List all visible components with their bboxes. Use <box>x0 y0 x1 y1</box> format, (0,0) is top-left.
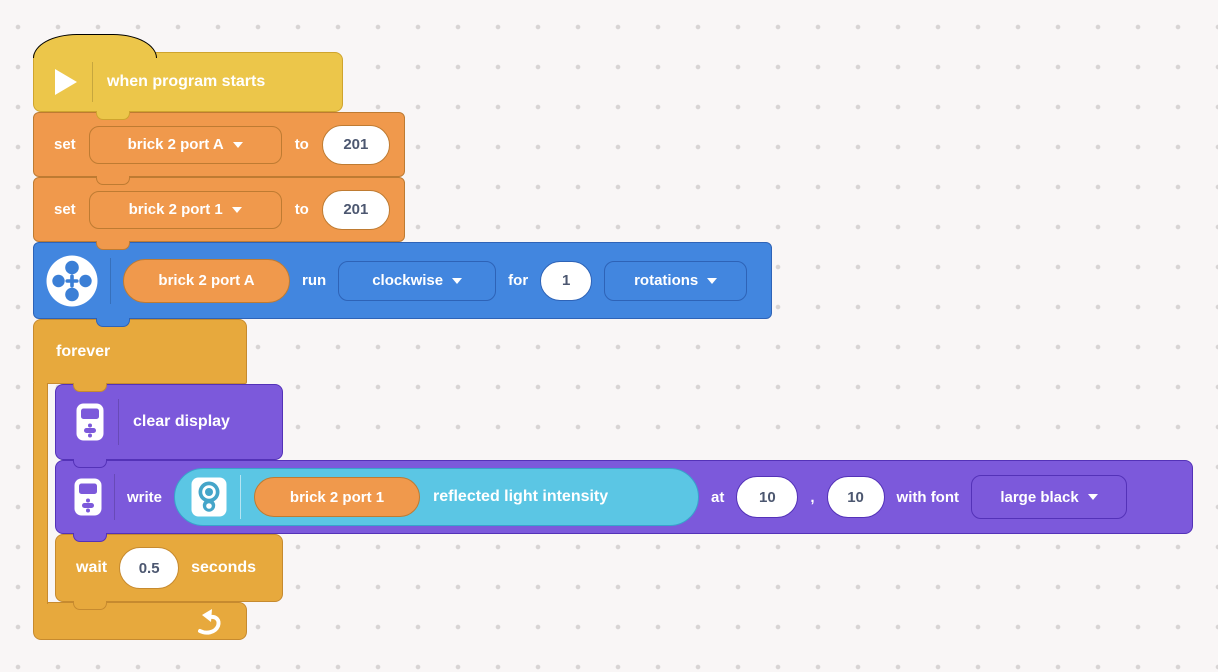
for-label: for <box>508 272 529 289</box>
chevron-down-icon <box>1087 494 1098 500</box>
motor-icon <box>46 255 98 306</box>
play-icon <box>55 69 77 95</box>
y-coordinate-text: 10 <box>847 488 864 506</box>
connector-tab <box>96 111 130 120</box>
hat-dome <box>33 34 157 58</box>
amount-text: 1 <box>562 272 571 289</box>
color-sensor-icon <box>191 477 227 517</box>
forever-block-footer[interactable] <box>33 602 247 640</box>
direction-dropdown[interactable]: clockwise <box>338 260 497 301</box>
divider <box>114 474 115 520</box>
connector-tab <box>73 601 107 610</box>
set-label: set <box>54 136 76 153</box>
at-label: at <box>711 488 725 506</box>
run-label: run <box>302 272 327 289</box>
chevron-down-icon <box>232 141 243 148</box>
set-variable-block-port-1[interactable]: set brick 2 port 1 to 201 <box>33 177 405 242</box>
set-label: set <box>54 201 76 218</box>
font-dropdown[interactable]: large black <box>971 475 1128 519</box>
connector-tab <box>96 176 130 185</box>
clear-display-label: clear display <box>133 413 230 430</box>
clear-display-block[interactable]: clear display <box>55 384 283 460</box>
divider <box>118 399 119 445</box>
divider <box>110 257 111 304</box>
loop-arrow-icon <box>198 609 221 635</box>
value-input[interactable]: 201 <box>321 189 390 230</box>
when-program-starts-block[interactable]: when program starts <box>33 52 343 112</box>
x-coordinate-text: 10 <box>759 488 776 506</box>
variable-dropdown[interactable]: brick 2 port 1 <box>88 190 282 229</box>
connector-tab <box>96 241 130 250</box>
duration-input[interactable]: 0.5 <box>119 547 180 589</box>
connector-tab <box>73 459 107 468</box>
wait-label: wait <box>76 559 108 576</box>
amount-input[interactable]: 1 <box>540 260 593 301</box>
motor-port-reporter[interactable]: brick 2 port A <box>123 258 290 303</box>
wait-block[interactable]: wait 0.5 seconds <box>55 534 283 602</box>
sensor-value-reporter[interactable]: brick 2 port 1 reflected light intensity <box>174 468 700 526</box>
to-label: to <box>294 136 309 153</box>
divider <box>240 475 242 519</box>
y-coordinate-input[interactable]: 10 <box>826 476 885 518</box>
set-variable-block-port-a[interactable]: set brick 2 port A to 201 <box>33 112 405 177</box>
hat-label: when program starts <box>107 73 266 90</box>
display-icon <box>76 403 104 441</box>
motor-port-text: brick 2 port A <box>158 272 255 289</box>
seconds-label: seconds <box>191 559 257 576</box>
comma-label: , <box>810 488 815 506</box>
connector-tab <box>73 383 107 392</box>
value-text: 201 <box>343 136 369 153</box>
sensor-port-reporter[interactable]: brick 2 port 1 <box>254 477 421 517</box>
chevron-down-icon <box>707 277 718 284</box>
duration-text: 0.5 <box>138 559 160 577</box>
font-dropdown-value: large black <box>1000 488 1079 506</box>
with-font-label: with font <box>896 488 960 506</box>
variable-dropdown-value: brick 2 port 1 <box>128 201 223 218</box>
write-label: write <box>127 488 163 506</box>
write-block[interactable]: write brick 2 port 1 reflected light int… <box>55 460 1193 534</box>
chevron-down-icon <box>452 277 463 284</box>
direction-dropdown-value: clockwise <box>372 272 444 289</box>
forever-label: forever <box>56 342 111 360</box>
to-label: to <box>294 201 309 218</box>
chevron-down-icon <box>231 206 242 213</box>
sensor-reading-label: reflected light intensity <box>433 488 609 505</box>
x-coordinate-input[interactable]: 10 <box>736 476 799 518</box>
forever-block-wall[interactable] <box>33 383 48 604</box>
display-icon <box>74 478 102 516</box>
connector-tab <box>73 533 107 542</box>
value-input[interactable]: 201 <box>321 124 390 165</box>
forever-block-header[interactable]: forever <box>33 319 247 384</box>
value-text: 201 <box>343 201 369 218</box>
sensor-port-text: brick 2 port 1 <box>289 488 385 506</box>
variable-dropdown[interactable]: brick 2 port A <box>88 125 282 164</box>
connector-tab <box>96 318 130 327</box>
motor-run-block[interactable]: brick 2 port A run clockwise for 1 rotat… <box>33 242 772 319</box>
variable-dropdown-value: brick 2 port A <box>127 136 224 153</box>
unit-dropdown-value: rotations <box>634 272 699 289</box>
divider <box>92 62 93 102</box>
unit-dropdown[interactable]: rotations <box>604 260 748 301</box>
